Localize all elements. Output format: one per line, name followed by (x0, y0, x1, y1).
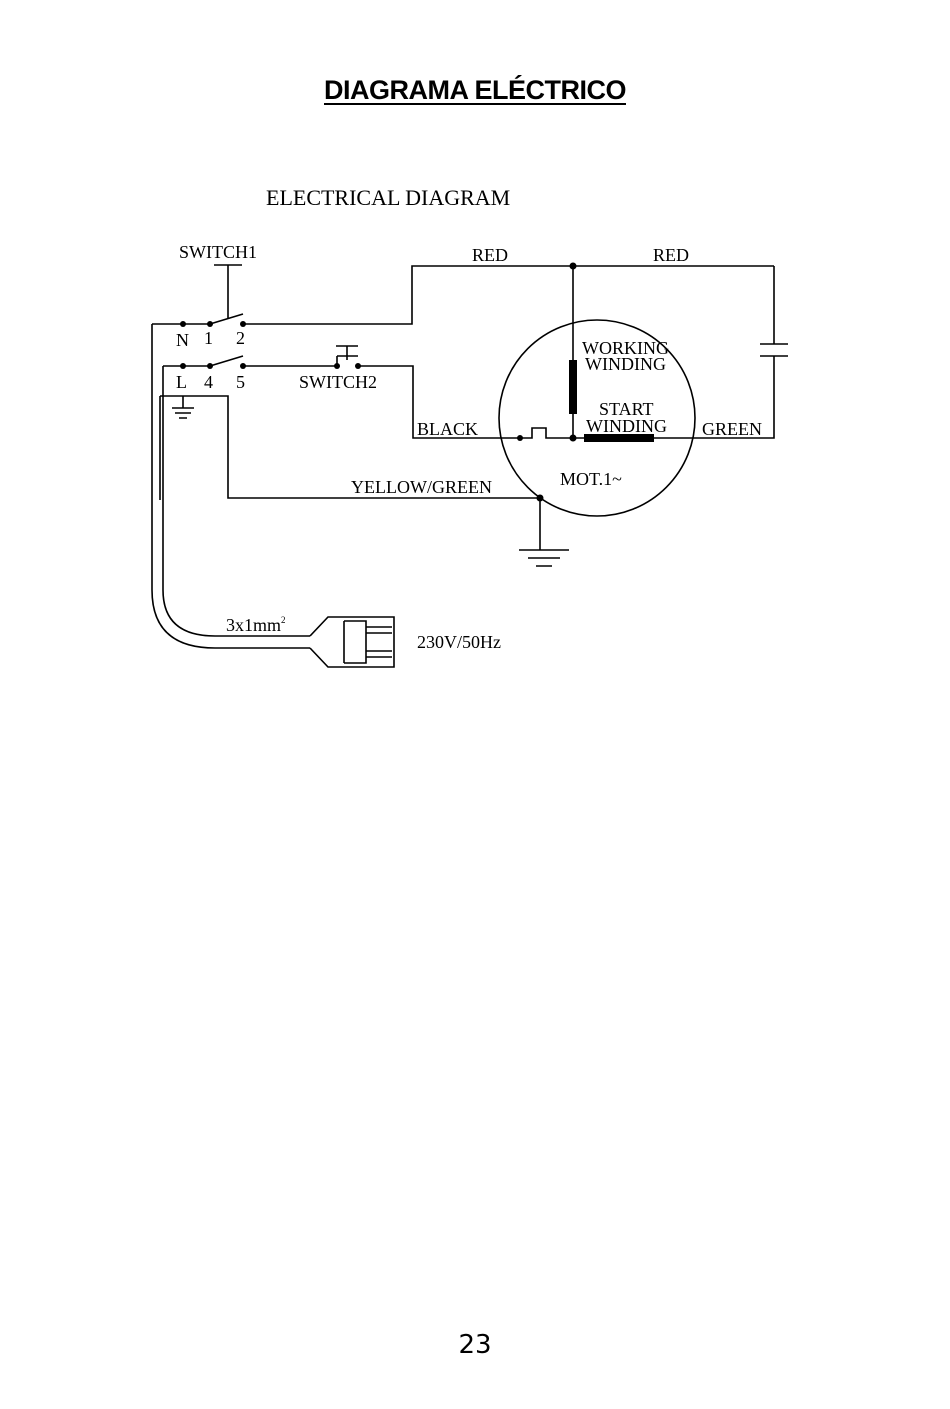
label-switch2: SWITCH2 (299, 372, 377, 392)
junction-dot (355, 363, 361, 369)
diagram-heading: ELECTRICAL DIAGRAM (266, 185, 510, 210)
label-red-right: RED (653, 245, 689, 265)
working-winding (569, 360, 577, 414)
plug-pin-top (366, 627, 392, 633)
terminal-5: 5 (236, 372, 245, 392)
earth-symbol-block (172, 396, 194, 418)
terminal-2: 2 (236, 328, 245, 348)
label-start-winding-2: WINDING (586, 416, 667, 436)
label-cable: 3x1mm2 (226, 615, 286, 635)
label-motor: MOT.1~ (560, 469, 622, 489)
terminal-n: N (176, 330, 189, 350)
label-black: BLACK (417, 419, 478, 439)
terminal-1: 1 (204, 328, 213, 348)
plug-body (310, 617, 394, 667)
label-green: GREEN (702, 419, 762, 439)
earth-symbol-motor (519, 550, 569, 566)
wire-2-to-red (243, 266, 774, 324)
label-supply: 230V/50Hz (417, 632, 501, 652)
label-switch1: SWITCH1 (179, 242, 257, 262)
junction-dot (180, 321, 186, 327)
label-cable-sup: 2 (281, 615, 286, 625)
junction-dot (570, 263, 577, 270)
switch2-contact-a (210, 356, 243, 366)
label-red-left: RED (472, 245, 508, 265)
switch1-contact (210, 314, 243, 324)
junction-dot (207, 321, 213, 327)
label-working-winding-2: WINDING (585, 354, 666, 374)
plug-face (344, 621, 366, 663)
plug-pin-bottom (366, 651, 392, 657)
junction-dot (334, 363, 340, 369)
junction-dot (517, 435, 523, 441)
junction-dot (240, 363, 246, 369)
junction-dot (570, 435, 577, 442)
junction-dot (240, 321, 246, 327)
junction-dot (180, 363, 186, 369)
junction-dot (537, 495, 544, 502)
cable-conductor-2 (163, 366, 310, 636)
terminal-l: L (176, 372, 187, 392)
page-number: 23 (0, 1330, 950, 1360)
label-yellow-green: YELLOW/GREEN (351, 477, 492, 497)
terminal-4: 4 (204, 372, 213, 392)
junction-dot (207, 363, 213, 369)
capacitor-plates (760, 344, 788, 356)
